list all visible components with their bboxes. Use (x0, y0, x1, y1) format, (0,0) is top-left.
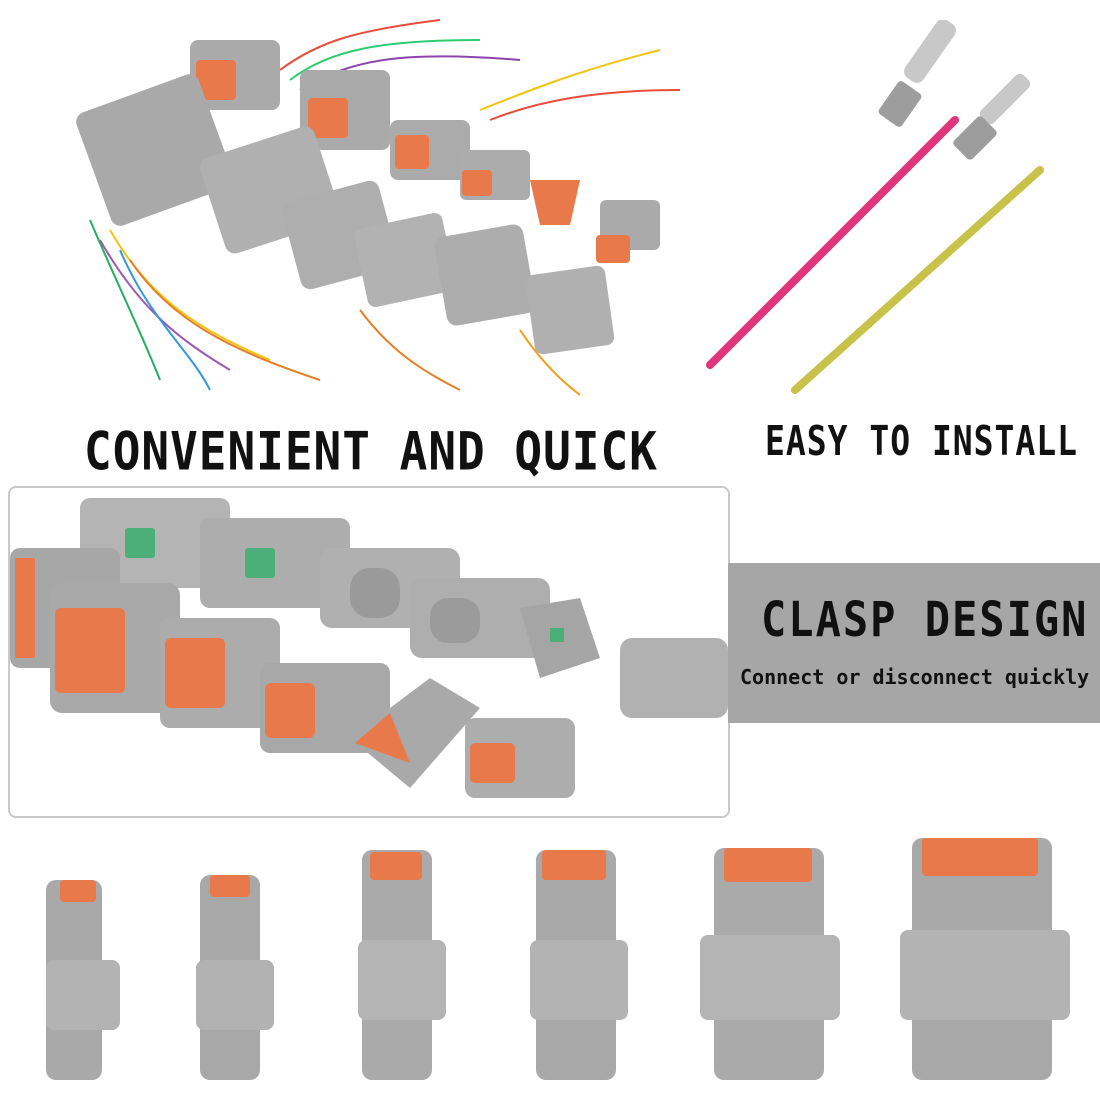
clasp-design-subtitle: Connect or disconnect quickly (740, 665, 1090, 689)
clasp-design-banner: CLASP DESIGN Connect or disconnect quick… (728, 563, 1100, 723)
easy-install-caption: EASY TO INSTALL (765, 416, 1079, 465)
clasp-design-title: CLASP DESIGN (761, 591, 1089, 648)
connector-size-range-image (30, 830, 1090, 1090)
crimp-terminal-pins-image (700, 20, 1080, 400)
convenient-quick-caption: CONVENIENT AND QUICK (84, 420, 658, 483)
connector-clasp-lineup-image (8, 486, 730, 818)
wired-connector-bundle-image (60, 10, 700, 400)
